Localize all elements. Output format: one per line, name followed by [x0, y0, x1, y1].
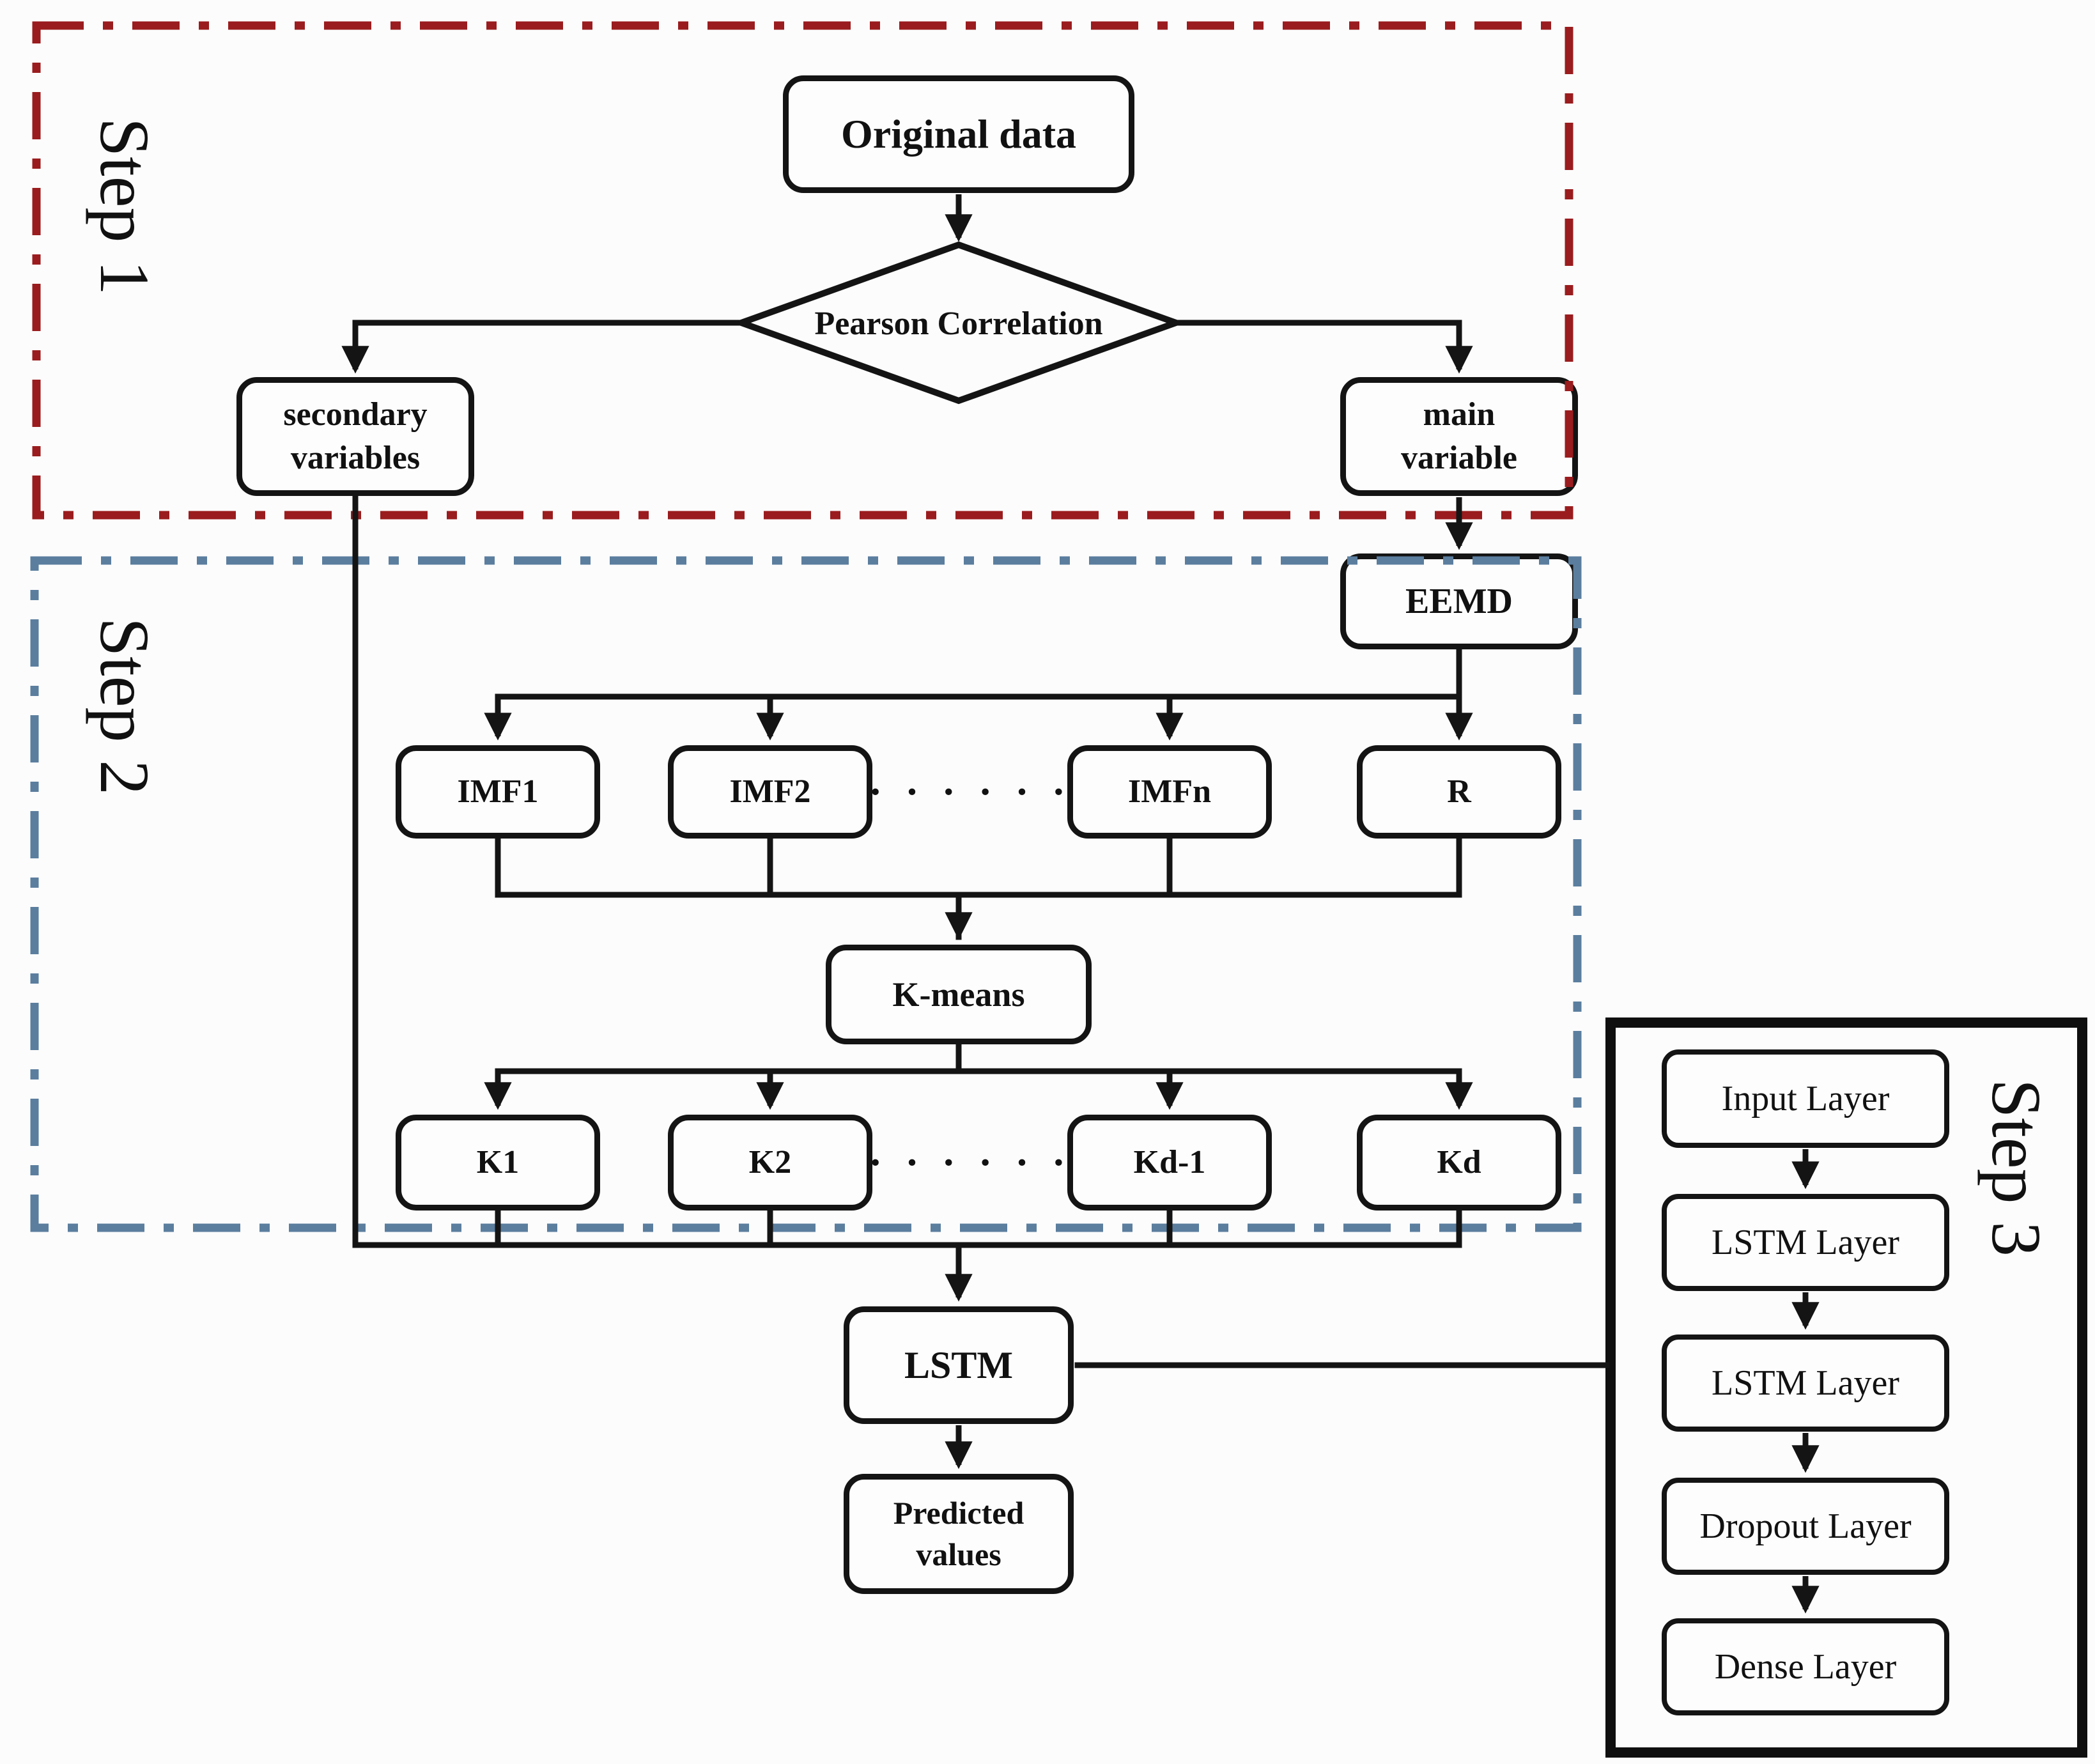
node-imf1: IMF1 [396, 745, 600, 839]
imf-ellipsis: · · · · · · [868, 769, 1072, 814]
node-original-data: Original data [783, 75, 1134, 193]
node-residual-r: R [1357, 745, 1561, 839]
step3-label: Step 3 [1977, 1078, 2056, 1257]
node-k2: K2 [668, 1115, 872, 1211]
step2-label: Step 2 [86, 617, 164, 796]
node-pearson-correlation-label: Pearson Correlation [814, 305, 1103, 342]
node-predicted-values: Predicted values [844, 1474, 1074, 1594]
node-lstm-layer-1: LSTM Layer [1662, 1194, 1949, 1291]
node-kd: Kd [1357, 1115, 1561, 1211]
arrow-pearson-to-main [1176, 320, 1473, 374]
node-input-layer: Input Layer [1662, 1049, 1949, 1148]
node-main-variable: main variable [1340, 377, 1578, 496]
node-kd-minus-1: Kd-1 [1067, 1115, 1272, 1211]
node-lstm: LSTM [844, 1306, 1074, 1424]
node-secondary-variables: secondary variables [236, 377, 474, 496]
node-kmeans: K-means [826, 945, 1092, 1044]
node-dense-layer: Dense Layer [1662, 1618, 1949, 1715]
k-ellipsis: · · · · · · [868, 1140, 1072, 1185]
arrow-pearson-to-secondary [341, 320, 741, 374]
node-k1: K1 [396, 1115, 600, 1211]
node-lstm-layer-2: LSTM Layer [1662, 1335, 1949, 1432]
node-dropout-layer: Dropout Layer [1662, 1478, 1949, 1575]
node-eemd: EEMD [1340, 553, 1578, 649]
node-imfn: IMFn [1067, 745, 1272, 839]
node-imf2: IMF2 [668, 745, 872, 839]
step1-label: Step 1 [86, 117, 164, 296]
